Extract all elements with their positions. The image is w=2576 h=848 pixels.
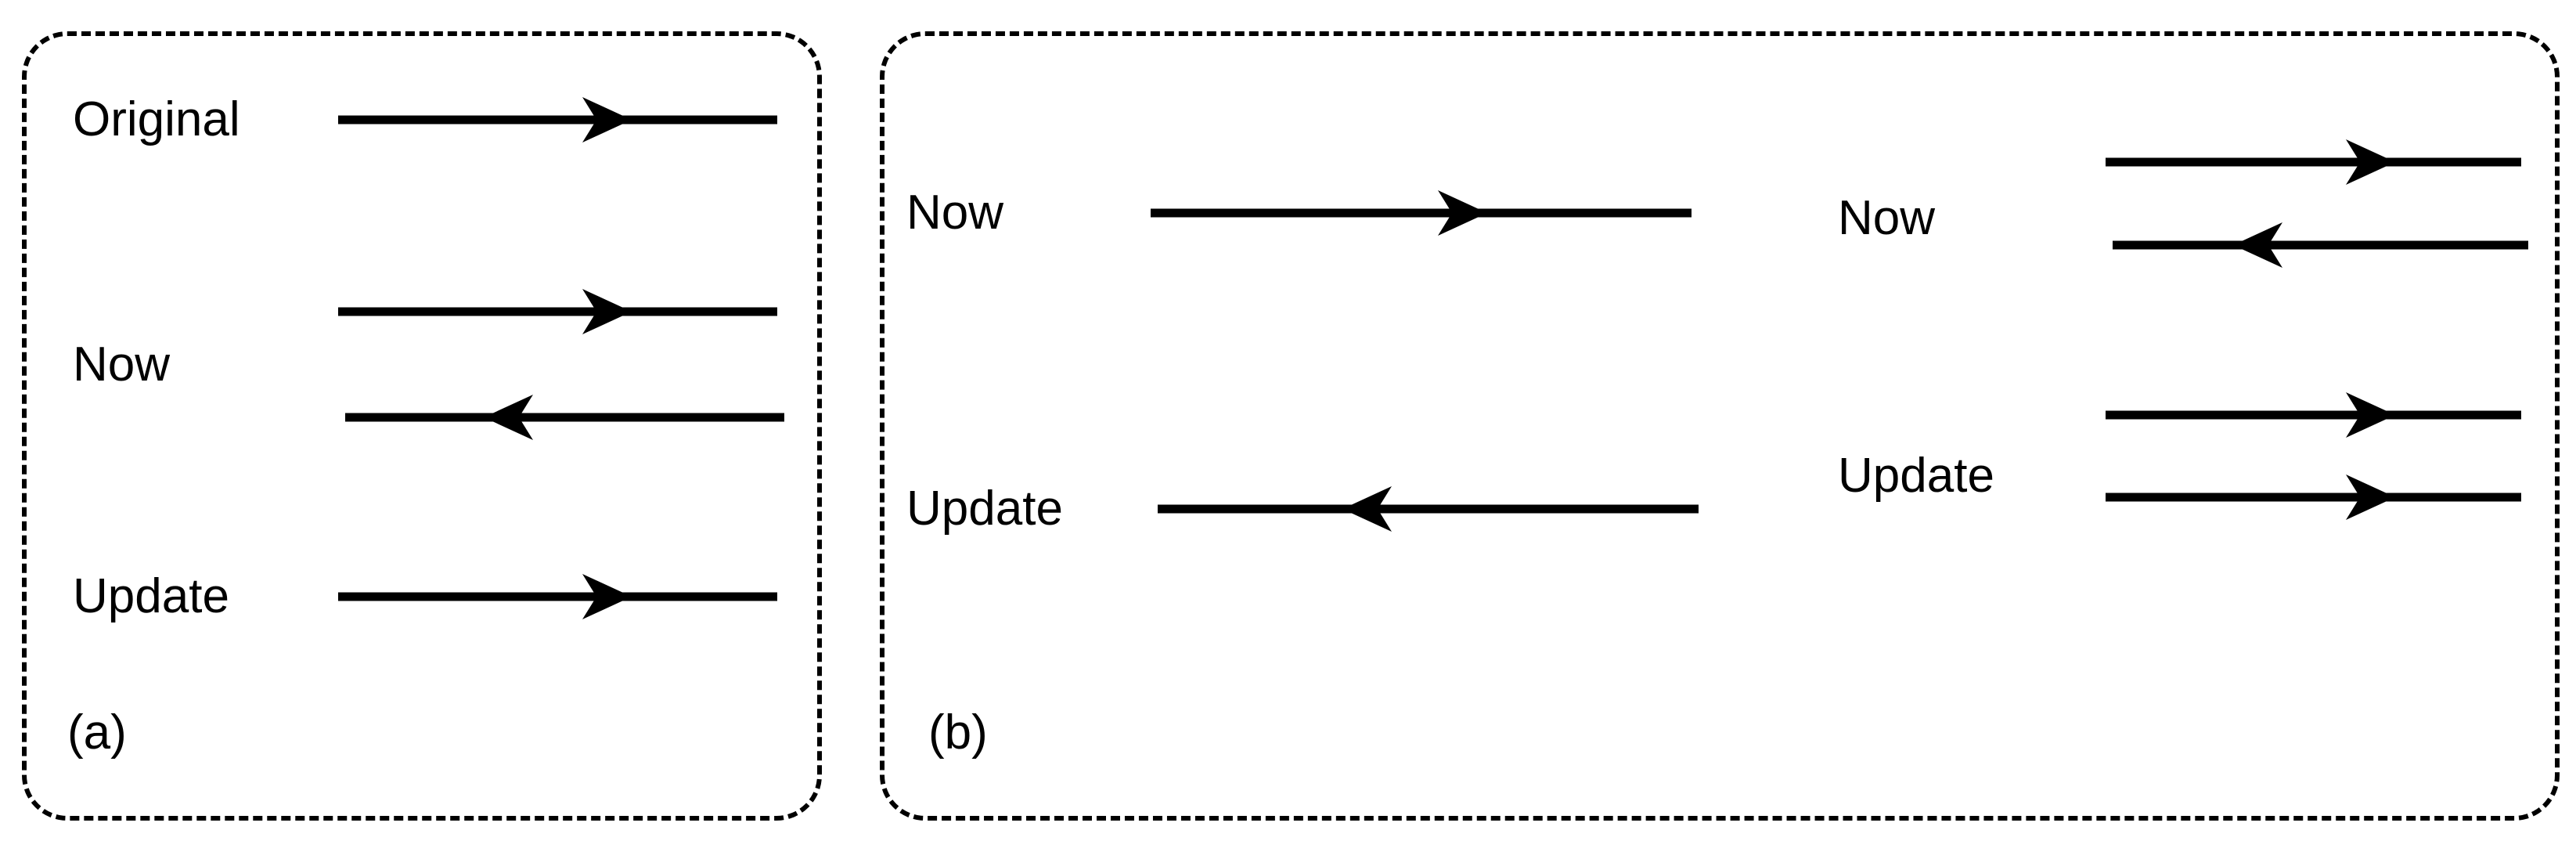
panel-b — [880, 31, 2560, 821]
panel-a — [22, 31, 822, 821]
label-b-right-update: Update — [1838, 449, 1994, 503]
arrow-b-right-update-right-1 — [2106, 392, 2521, 438]
label-b-right-now: Now — [1838, 191, 1936, 245]
arrow-a-now-left — [345, 395, 784, 440]
label-a-now: Now — [73, 337, 171, 392]
arrow-b-right-now-left — [2113, 222, 2528, 268]
arrow-a-original-right — [338, 97, 777, 143]
arrow-b-right-update-right-2 — [2106, 475, 2521, 520]
arrow-b-left-update-left — [1158, 486, 1699, 532]
caption-panel-a: (a) — [67, 705, 127, 760]
caption-panel-b: (b) — [928, 705, 988, 760]
label-b-left-now: Now — [906, 186, 1004, 240]
arrow-a-now-right — [338, 289, 777, 334]
arrow-b-right-now-right — [2106, 139, 2521, 185]
label-a-original: Original — [73, 92, 240, 146]
label-a-update: Update — [73, 569, 229, 623]
arrow-a-update-right — [338, 574, 777, 619]
label-b-left-update: Update — [906, 482, 1063, 536]
arrow-b-left-now-right — [1151, 190, 1692, 236]
